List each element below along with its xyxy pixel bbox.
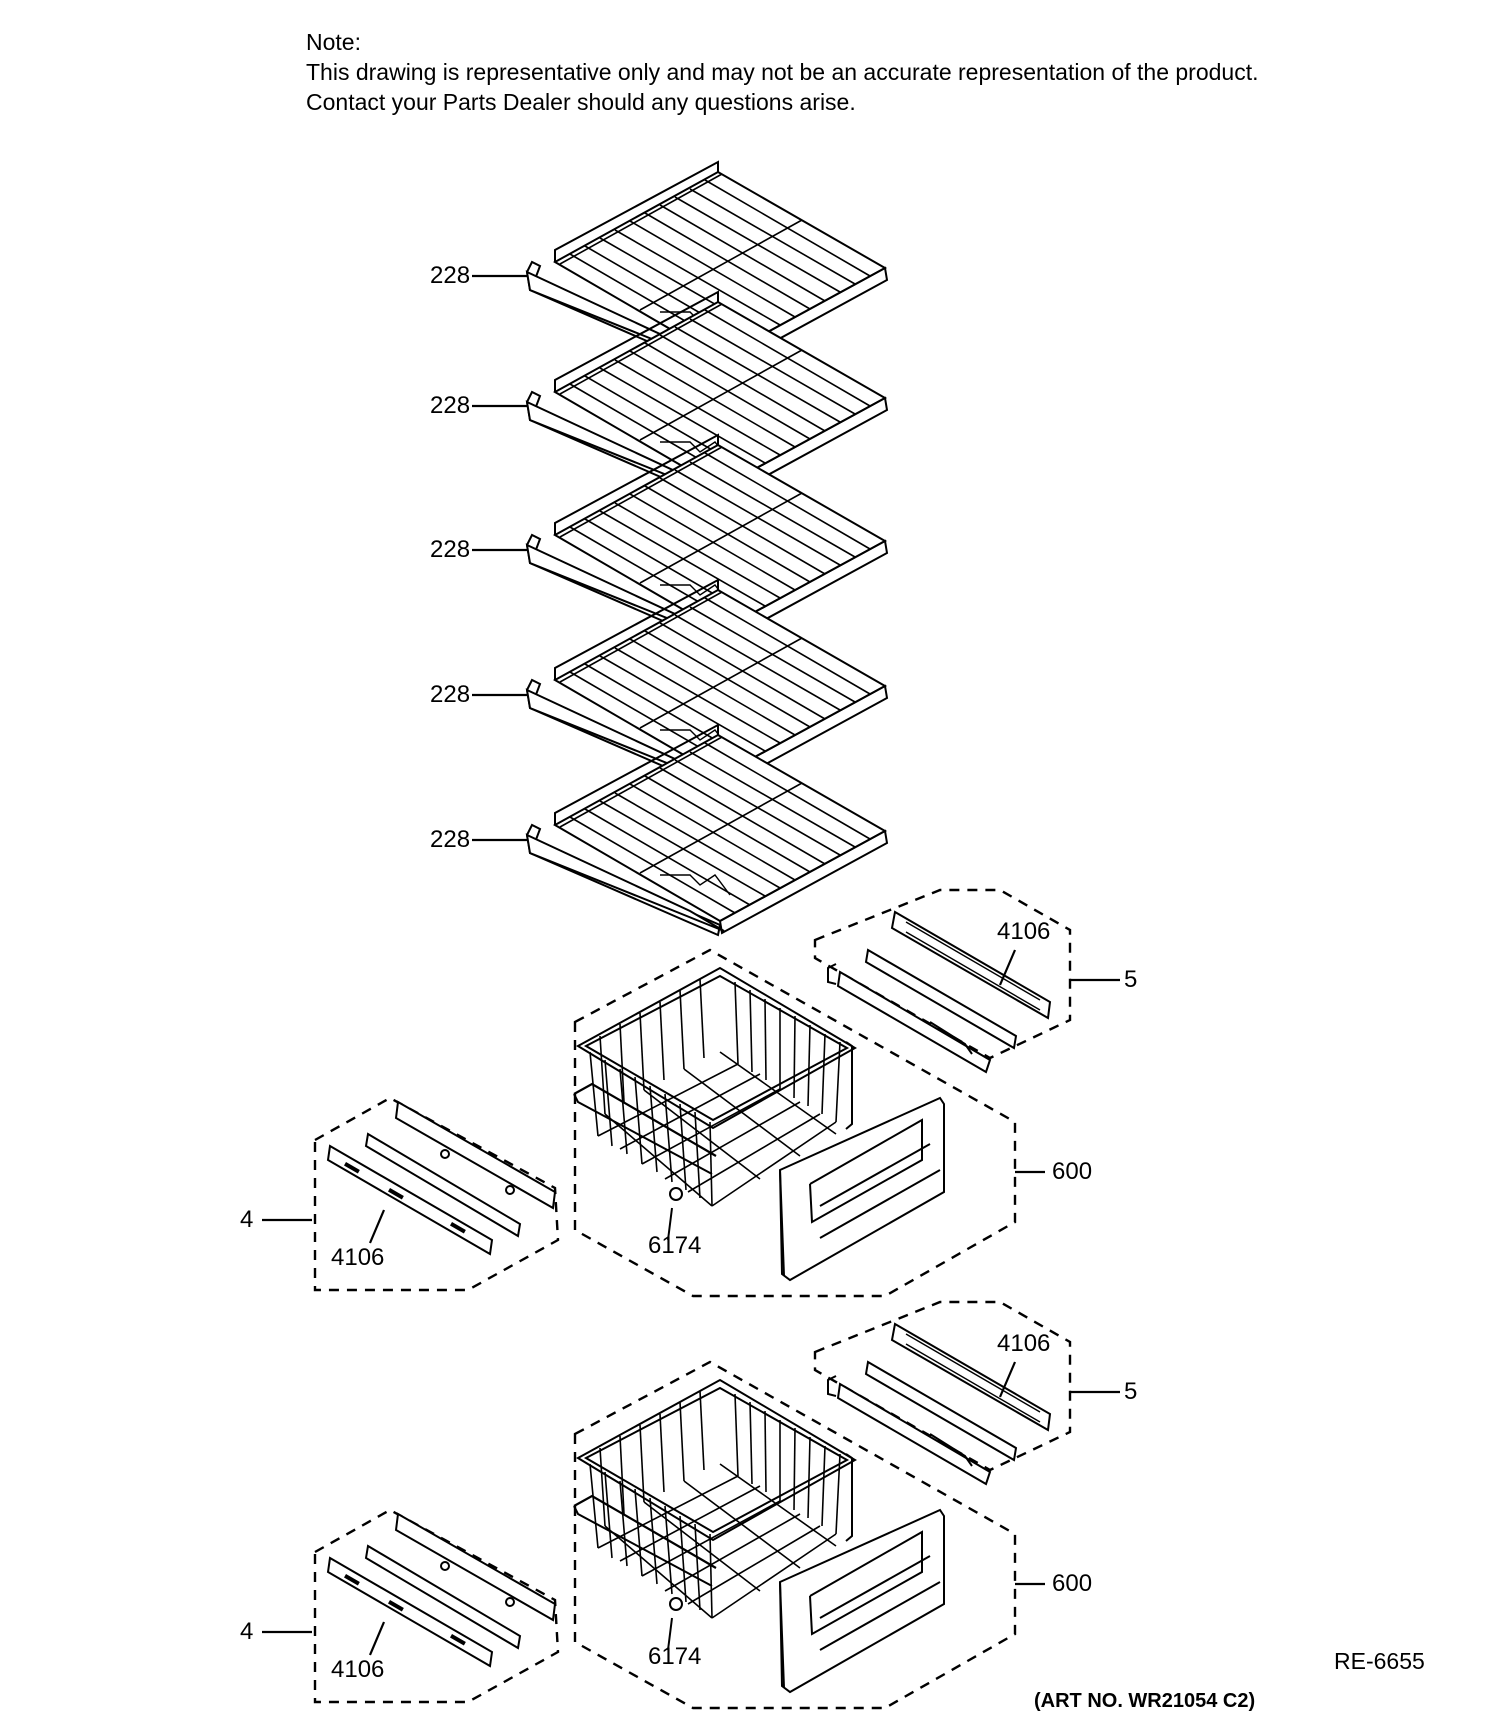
callout-shelf-5: 228 — [430, 826, 471, 853]
upper-drawer-front — [779, 1097, 945, 1281]
lower-screw-icon — [667, 1597, 683, 1651]
wire-shelf-5 — [526, 724, 888, 936]
lower-drawer-group — [262, 1300, 1120, 1710]
callout-lower-basket-assembly: 600 — [1052, 1570, 1093, 1597]
upper-leader-lines — [262, 949, 1120, 1244]
drawing-code: RE-6655 — [1334, 1648, 1425, 1674]
lower-drawer-front — [779, 1509, 945, 1693]
callout-lower-right-group: 5 — [1124, 1378, 1138, 1405]
callout-shelf-4: 228 — [430, 681, 471, 708]
art-number: (ART NO. WR21054 C2) — [1034, 1690, 1256, 1712]
upper-left-dashed-boundary — [313, 1096, 560, 1292]
note-heading: Note: — [306, 29, 361, 55]
callout-lower-left-group: 4 — [240, 1618, 254, 1645]
callout-upper-right-group: 5 — [1124, 966, 1138, 993]
callout-upper-left-group: 4 — [240, 1206, 254, 1233]
upper-screw-icon — [667, 1187, 683, 1241]
note-line-1: This drawing is representative only and … — [306, 59, 1259, 85]
lower-left-dashed-boundary — [313, 1508, 560, 1704]
note-line-2: Contact your Parts Dealer should any que… — [306, 89, 856, 115]
callout-shelf-1: 228 — [430, 262, 471, 289]
callout-shelf-3: 228 — [430, 536, 471, 563]
callout-shelf-2: 228 — [430, 392, 471, 419]
callout-upper-right-slide: 4106 — [997, 918, 1051, 945]
shelf-leader-lines — [472, 274, 528, 842]
callout-lower-screw: 6174 — [648, 1643, 702, 1670]
callout-lower-right-slide: 4106 — [997, 1330, 1051, 1357]
disclaimer-note: Note: This drawing is representative onl… — [306, 27, 1259, 117]
callout-lower-left-slide: 4106 — [331, 1656, 385, 1683]
callout-upper-screw: 6174 — [648, 1232, 702, 1259]
lower-leader-lines — [262, 1361, 1120, 1656]
callout-upper-left-slide: 4106 — [331, 1244, 385, 1271]
upper-drawer-group — [262, 888, 1120, 1298]
callout-upper-basket-assembly: 600 — [1052, 1158, 1093, 1185]
